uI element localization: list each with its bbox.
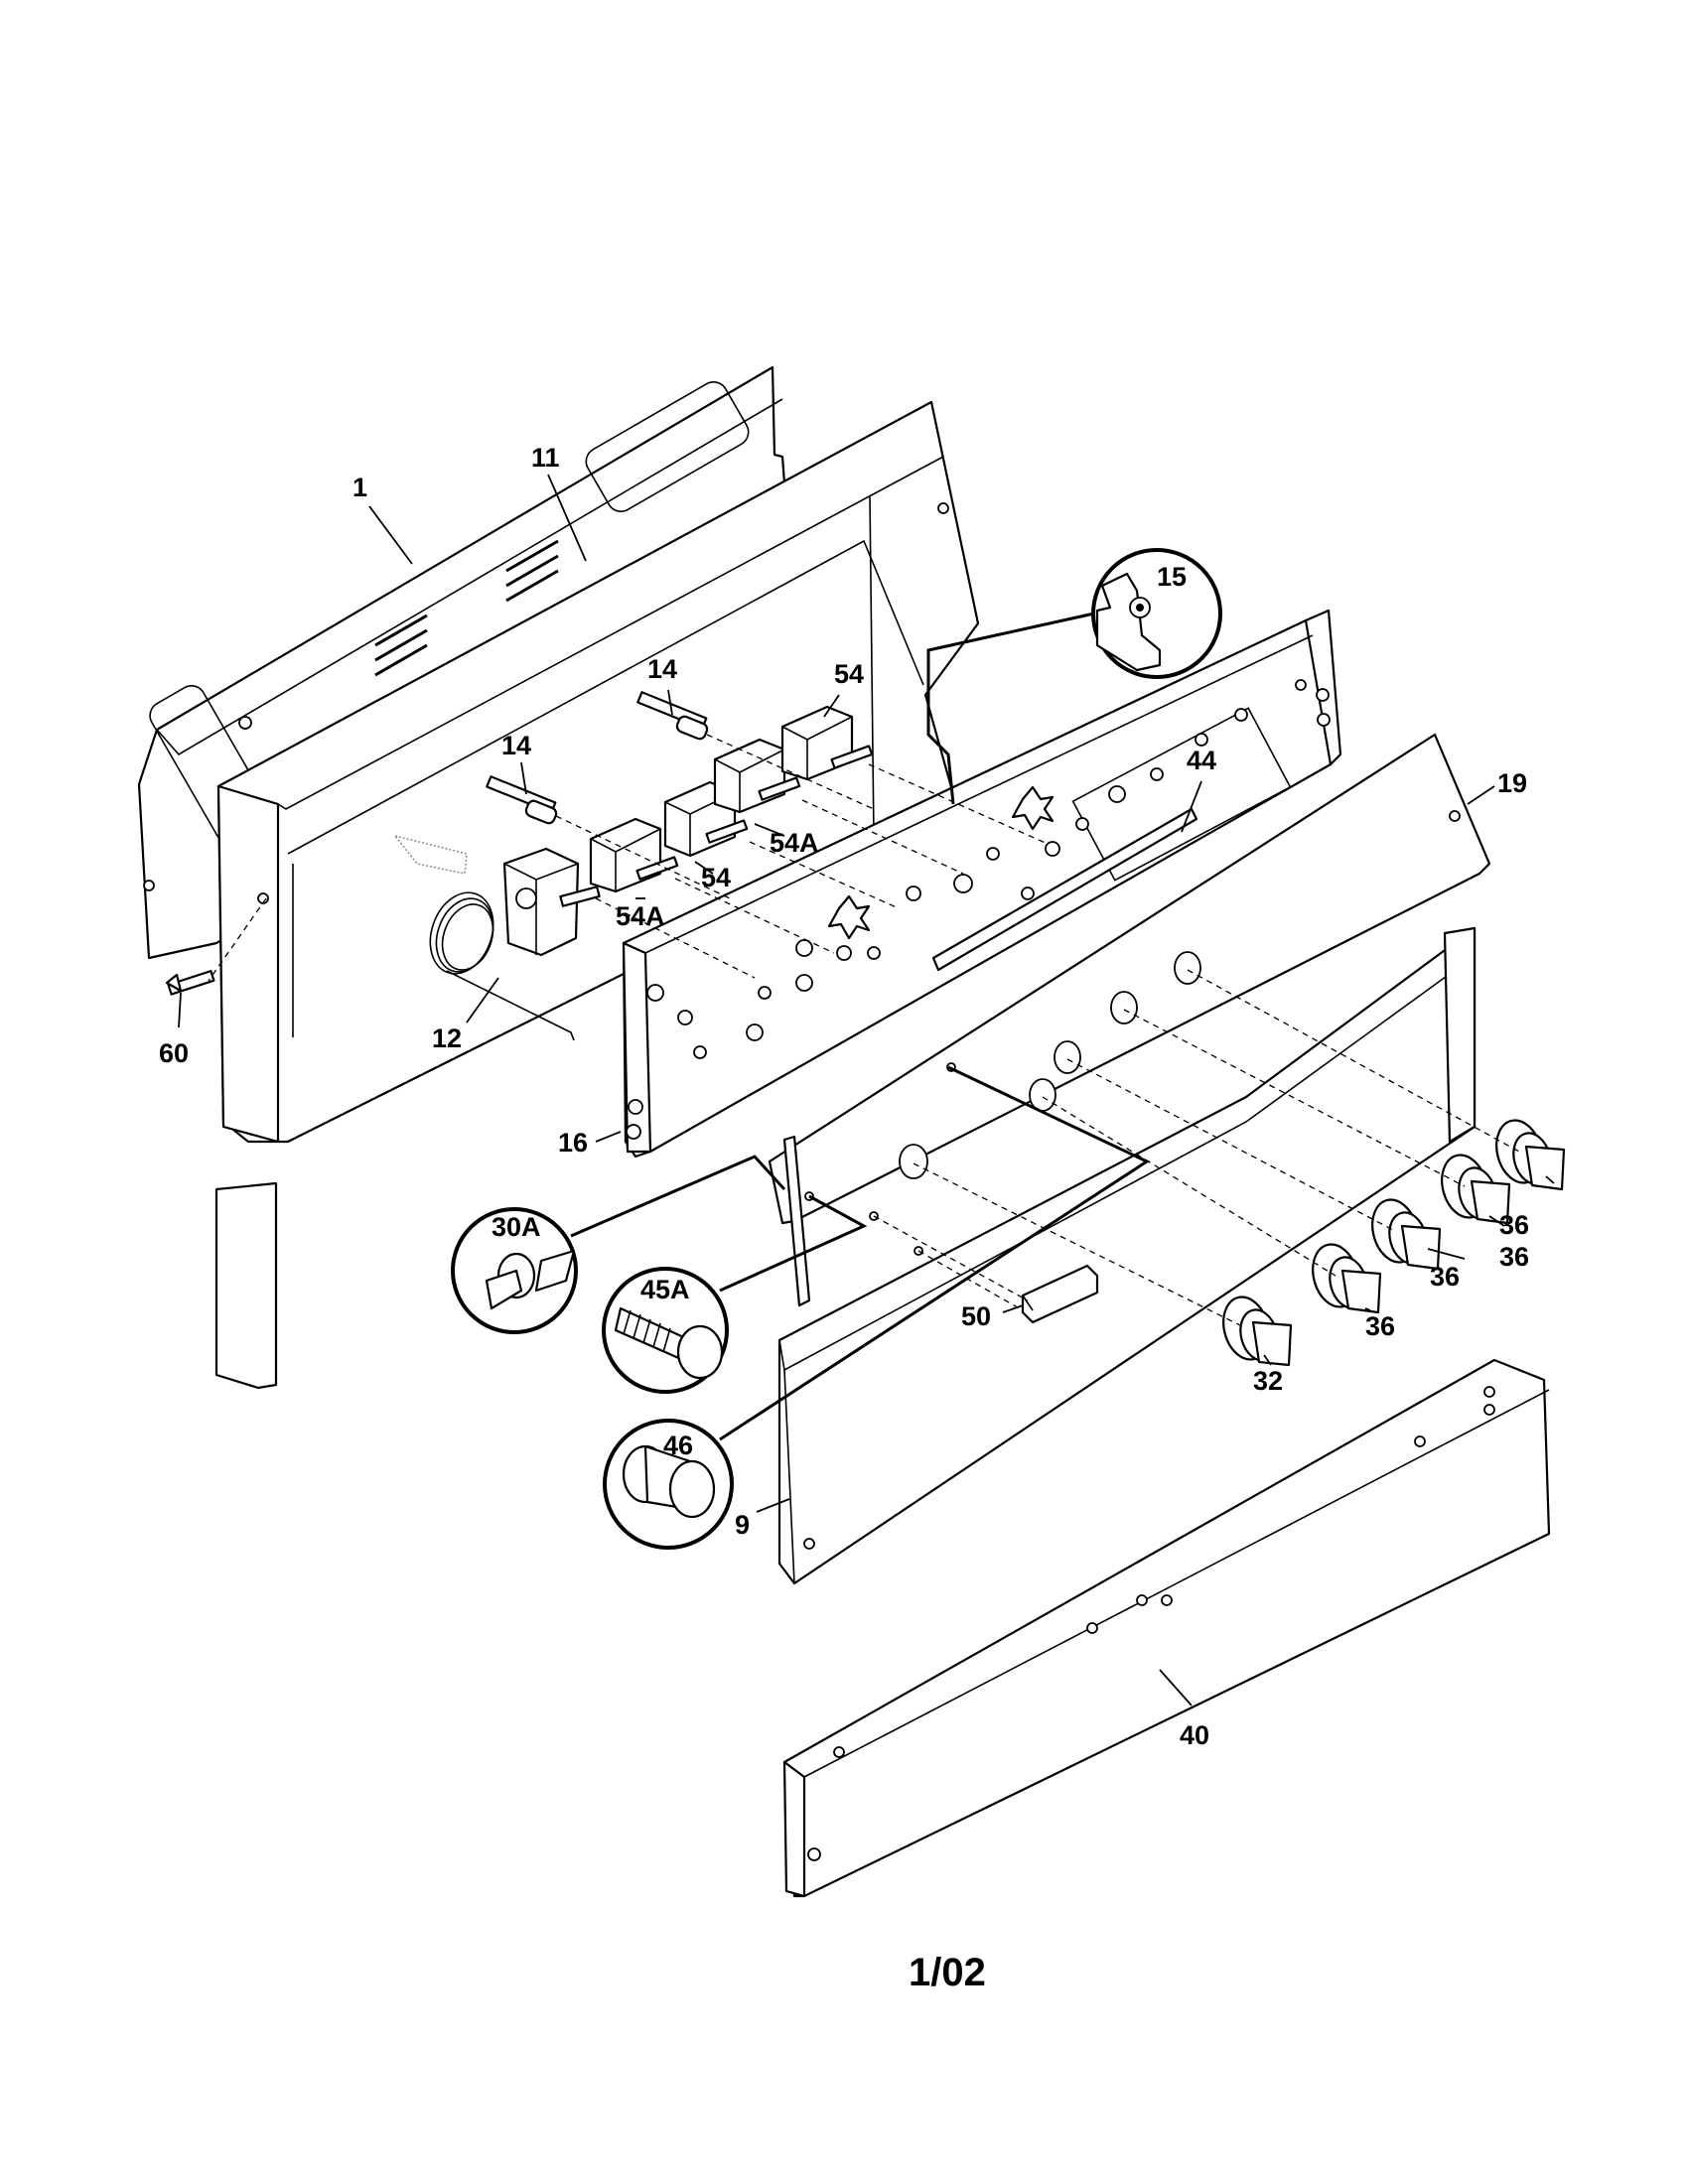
rear-vent-slots-b	[505, 539, 559, 603]
rear-vent-slots-a	[374, 614, 428, 677]
callout-45A: 45A	[640, 1275, 690, 1304]
part-16-control-bracket	[622, 609, 1342, 1159]
callout-30A: 30A	[492, 1212, 541, 1242]
callout-54A-right: 54A	[770, 828, 819, 858]
backguard-knob-openings	[899, 951, 1201, 1179]
sensor-bracket-ghost	[393, 834, 468, 875]
callout-36-c: 36	[1499, 1242, 1529, 1272]
callout-40: 40	[1180, 1720, 1209, 1750]
callout-54-right: 54	[834, 659, 864, 689]
part-36-knob-1	[1312, 1243, 1382, 1314]
callout-36-a: 36	[1365, 1311, 1395, 1341]
callout-labels: 1 11 14 14 54 54 54A 54A 15 44 19 12 60 …	[159, 443, 1529, 1750]
part-54-switch-right	[780, 705, 874, 781]
page-number: 1/02	[909, 1951, 986, 1994]
callout-14-upper: 14	[647, 654, 677, 684]
part-32-knob	[1222, 1296, 1293, 1367]
callout-16: 16	[558, 1128, 588, 1158]
bracket-holes	[646, 679, 1307, 1059]
callout-11: 11	[531, 443, 560, 473]
callout-19: 19	[1497, 768, 1527, 798]
callout-54-center: 54	[701, 863, 731, 892]
part-60-screw	[165, 970, 215, 996]
callout-12: 12	[432, 1024, 462, 1053]
alignment-lines	[208, 734, 1520, 1329]
detail-30A-wing-nut	[451, 1155, 786, 1334]
callout-44: 44	[1187, 746, 1216, 775]
part-36-knob-2	[1371, 1198, 1442, 1271]
callout-9: 9	[735, 1510, 750, 1540]
part-50-indicator-lens	[1021, 1264, 1099, 1324]
callout-1: 1	[352, 473, 367, 502]
part-11-panel-housing	[214, 400, 980, 1390]
callout-14-lower: 14	[501, 731, 531, 760]
detail-15-bracket-clip	[926, 548, 1222, 805]
callout-54A-left: 54A	[616, 901, 665, 931]
callout-15: 15	[1157, 562, 1187, 592]
part-12-thermostat	[429, 847, 601, 1041]
callout-46: 46	[663, 1431, 693, 1460]
callout-36-b: 36	[1430, 1262, 1460, 1292]
bolt-threads	[623, 1309, 671, 1353]
part-40-trim-strip	[782, 1358, 1551, 1898]
callout-36-d: 36	[1499, 1210, 1529, 1240]
detail-45A-carriage-bolt	[602, 1194, 868, 1394]
detail-46-spacer	[603, 1065, 1151, 1550]
callout-32: 32	[1253, 1366, 1283, 1396]
part-14-spark-switch-lower	[486, 775, 558, 825]
part-54A-switch-center-right	[713, 738, 801, 814]
part-9-backguard	[777, 926, 1477, 1585]
leader-lines	[178, 474, 1555, 1706]
part-36-knob-4	[1495, 1119, 1566, 1191]
callout-50: 50	[961, 1301, 991, 1331]
callout-60: 60	[159, 1038, 189, 1068]
part-54A-switch-left	[589, 817, 679, 893]
part-19-panel-face	[768, 733, 1491, 1225]
